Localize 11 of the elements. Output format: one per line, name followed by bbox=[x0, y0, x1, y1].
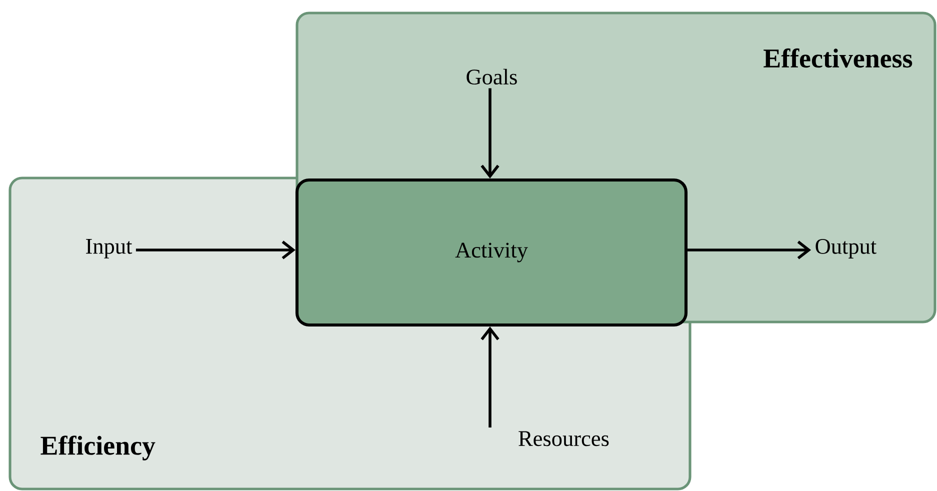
panel-heading: Effectiveness bbox=[764, 48, 912, 68]
flow-label: Input bbox=[86, 239, 132, 258]
arrow bbox=[480, 88, 500, 178]
panel-heading: Efficiency bbox=[40, 436, 156, 460]
arrow bbox=[688, 240, 812, 260]
flow-label: Resources bbox=[518, 431, 609, 446]
flow-label: Goals bbox=[466, 68, 517, 85]
arrow bbox=[136, 240, 296, 260]
flow-label: Output bbox=[816, 238, 876, 258]
arrow bbox=[480, 326, 500, 428]
activity-box: Activity bbox=[295, 178, 688, 327]
